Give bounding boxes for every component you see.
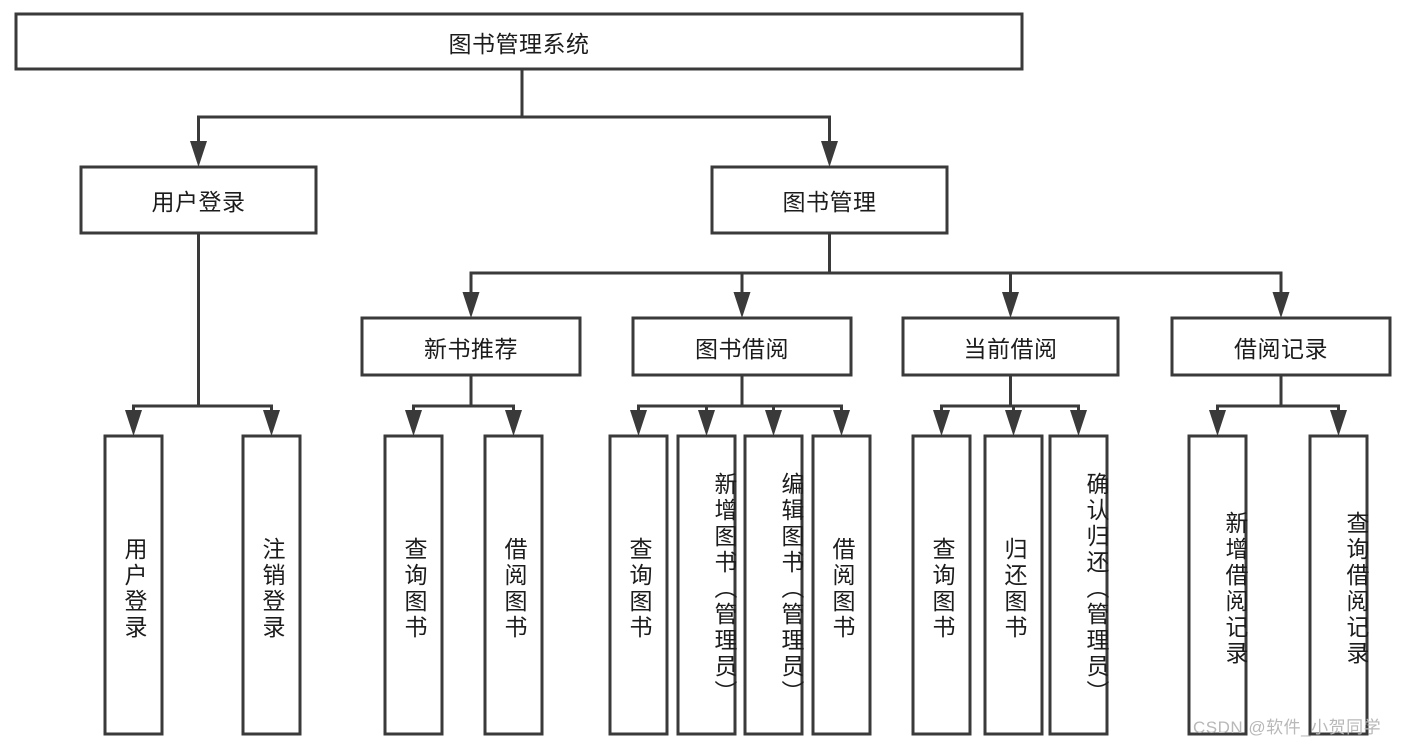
connector-layer <box>125 67 1347 436</box>
node-box-book-manage[interactable] <box>710 165 949 235</box>
node-box-user-login[interactable] <box>79 165 318 235</box>
node-box-leaf-logout[interactable] <box>241 434 302 736</box>
edge-arrow-borrow-record <box>1272 292 1290 318</box>
node-box-leaf-add-record[interactable] <box>1187 434 1248 736</box>
node-box-leaf-add-book[interactable] <box>676 434 737 736</box>
node-box-leaf-query-record[interactable] <box>1308 434 1369 736</box>
box-layer <box>14 12 1392 736</box>
edge-arrow-leaf-add-record <box>1209 410 1226 436</box>
node-box-leaf-query-book-cur[interactable] <box>911 434 972 736</box>
edge-arrow-leaf-user-login <box>125 410 142 436</box>
node-box-leaf-query-book[interactable] <box>608 434 669 736</box>
node-box-leaf-confirm-return[interactable] <box>1048 434 1109 736</box>
node-box-current-borrow[interactable] <box>901 316 1120 377</box>
edge-arrow-leaf-edit-book <box>765 410 782 436</box>
node-box-leaf-borrow-book[interactable] <box>811 434 872 736</box>
edge-arrow-user-login <box>190 141 207 167</box>
node-box-leaf-return-book[interactable] <box>983 434 1044 736</box>
edge-arrow-leaf-query-record <box>1330 410 1347 436</box>
edge-arrow-leaf-query-book <box>630 410 647 436</box>
node-box-leaf-edit-book[interactable] <box>743 434 804 736</box>
edge-arrow-leaf-query-book-rec <box>405 410 422 436</box>
edge-arrow-leaf-confirm-return <box>1070 410 1087 436</box>
edge-arrow-book-borrow <box>733 292 751 318</box>
node-box-leaf-borrow-book-rec[interactable] <box>483 434 544 736</box>
node-box-book-borrow[interactable] <box>631 316 853 377</box>
node-box-borrow-record[interactable] <box>1170 316 1392 377</box>
node-box-root[interactable] <box>14 12 1024 71</box>
edge-arrow-leaf-borrow-book-rec <box>505 410 522 436</box>
edge-arrow-book-manage <box>821 141 838 167</box>
node-box-new-book-rec[interactable] <box>360 316 582 377</box>
edge-arrow-new-book-rec <box>462 292 480 318</box>
node-box-leaf-query-book-rec[interactable] <box>383 434 444 736</box>
edge-arrow-leaf-return-book <box>1005 410 1022 436</box>
edge-arrow-leaf-logout <box>263 410 280 436</box>
edge-arrow-leaf-borrow-book <box>833 410 850 436</box>
edge-arrow-current-borrow <box>1002 292 1019 318</box>
edge-arrow-leaf-query-book-cur <box>933 410 950 436</box>
edge-arrow-leaf-add-book <box>698 410 715 436</box>
node-box-leaf-user-login[interactable] <box>103 434 164 736</box>
